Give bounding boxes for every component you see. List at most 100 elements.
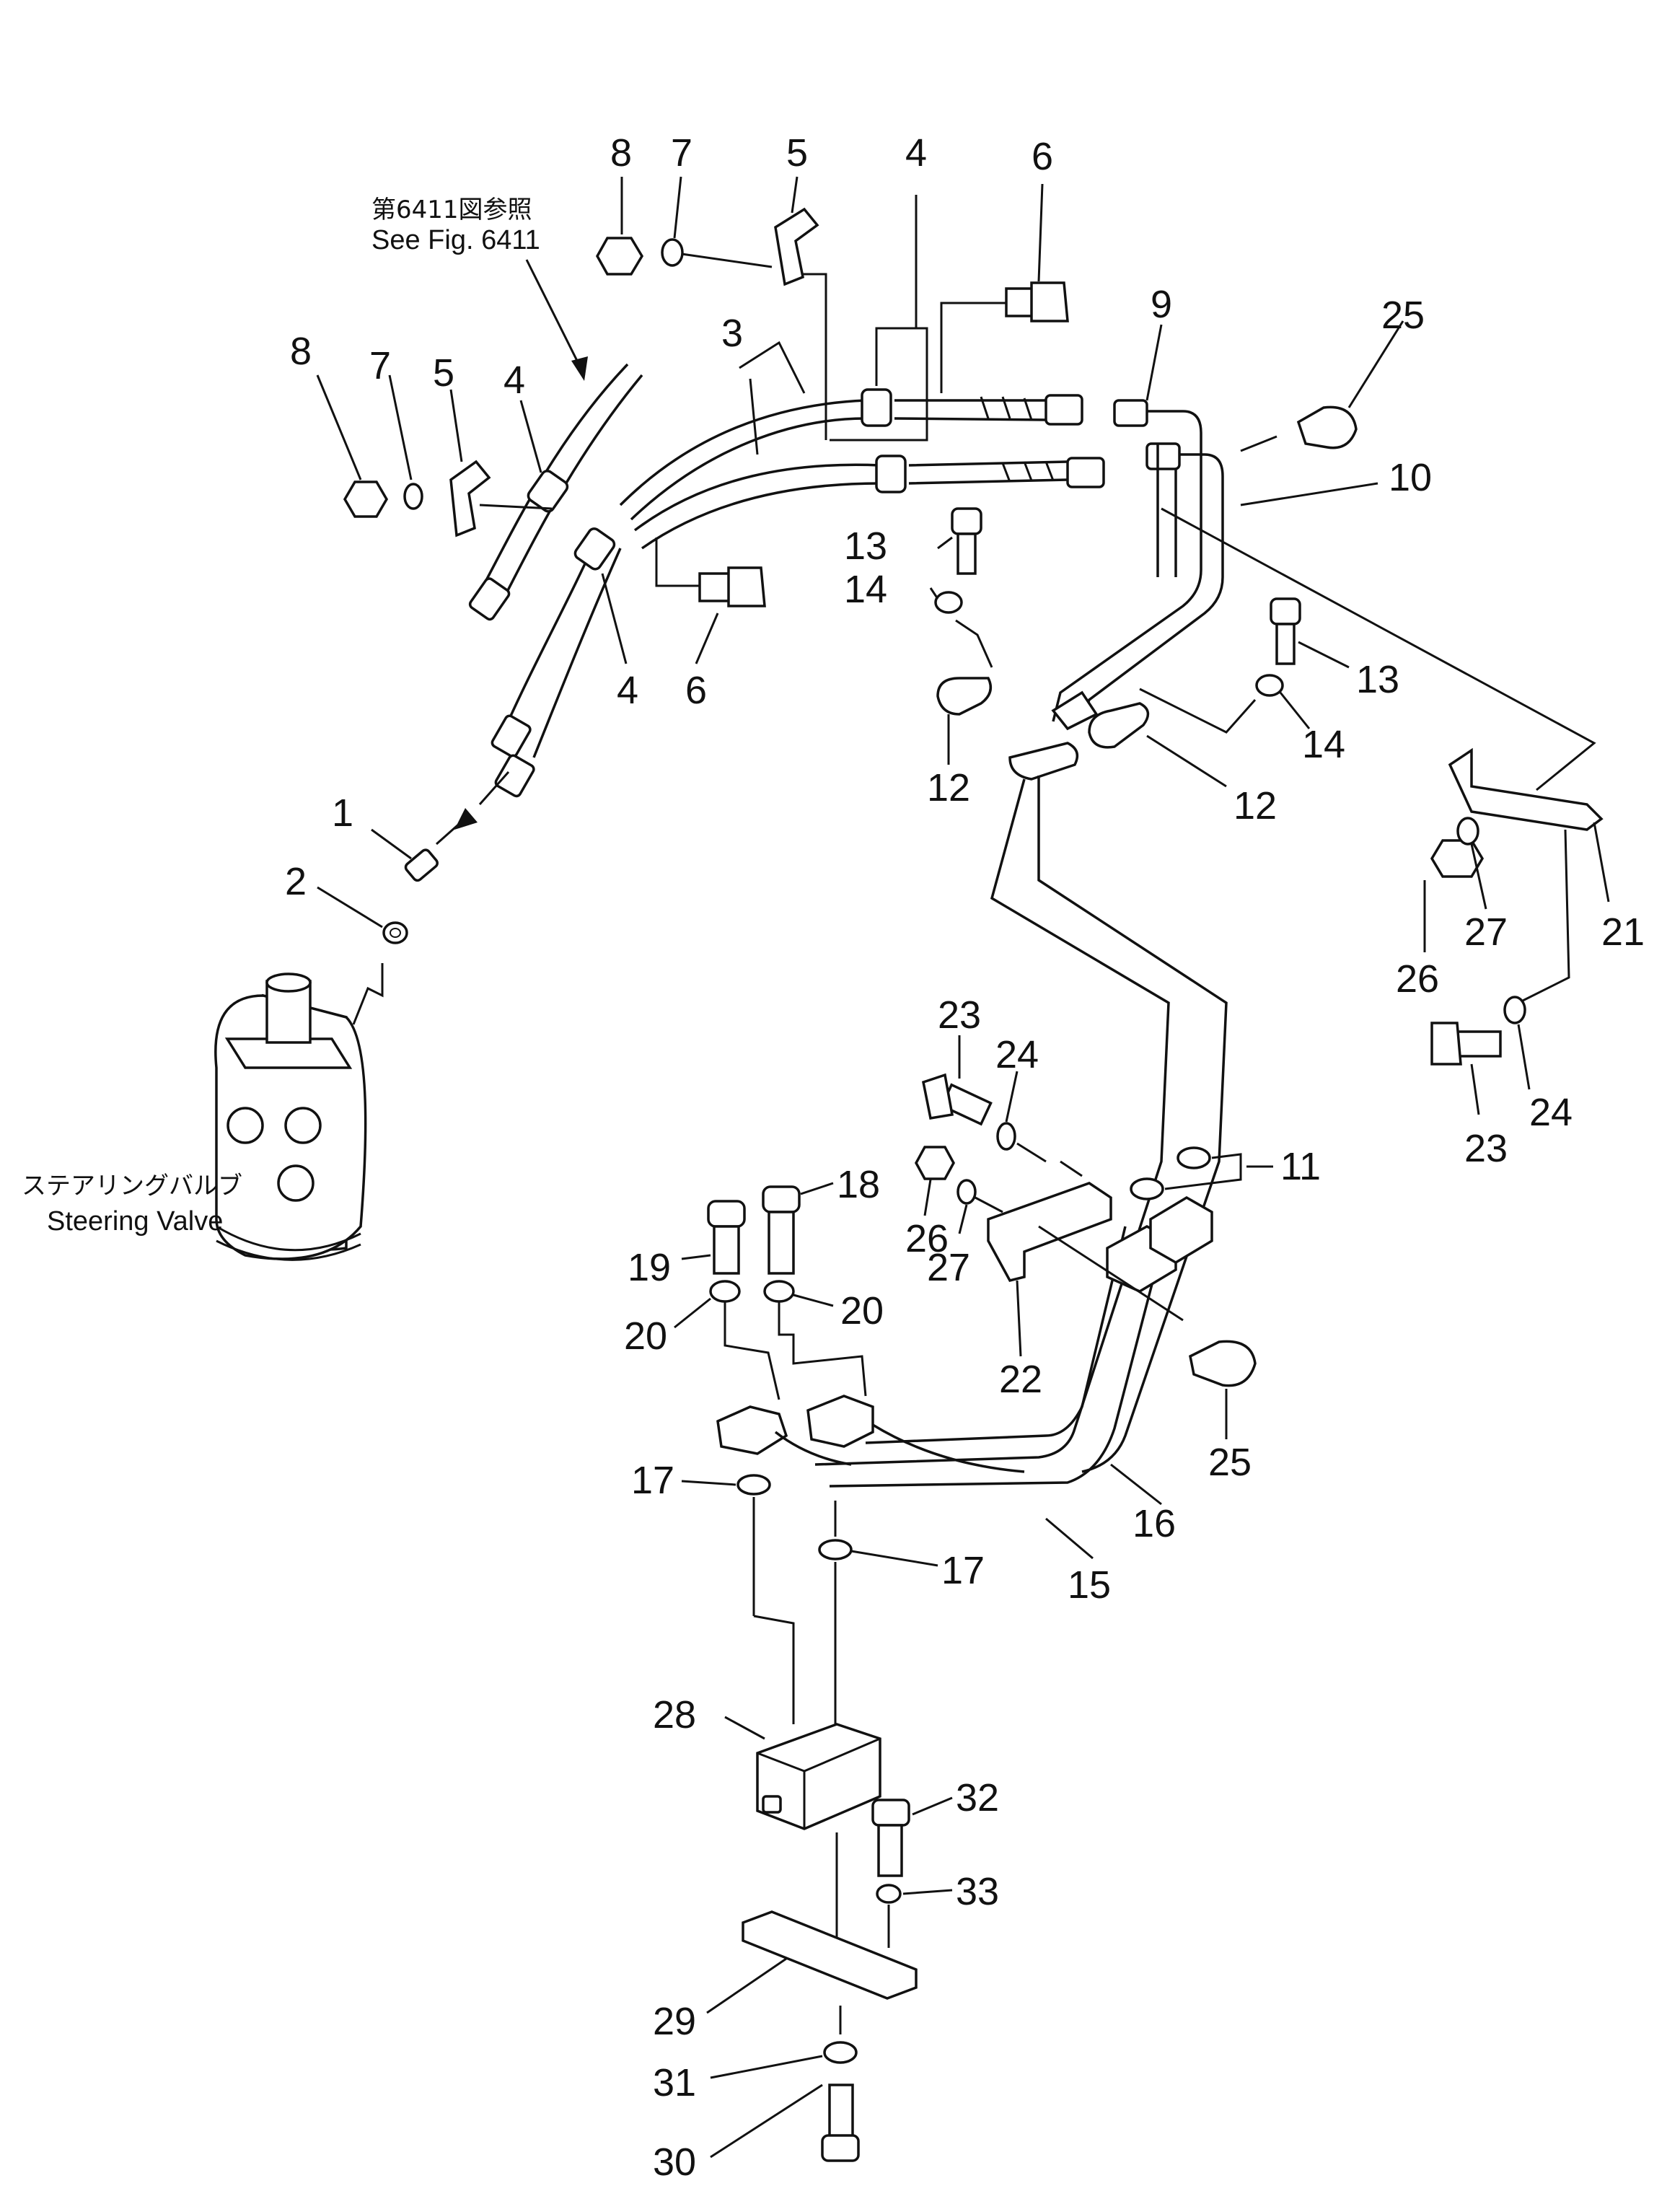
- hose-long-2a: [633, 463, 881, 532]
- label-13-left: 13: [844, 524, 887, 568]
- elbow-left-center-line: [479, 504, 553, 510]
- leader-21: [1593, 822, 1610, 903]
- hose-upper-b: [496, 374, 643, 610]
- label-25-top: 25: [1381, 294, 1425, 337]
- leader-1: [371, 828, 412, 860]
- flange-12-right: [1088, 702, 1150, 749]
- label-5-left: 5: [433, 351, 454, 395]
- bolt-6-top: [940, 281, 1069, 393]
- hose-long-1b: [630, 417, 866, 521]
- elbow-left: [343, 460, 553, 537]
- bracket-22-to-clamp-guide: [1038, 1225, 1184, 1322]
- bolt-23-right-head: [1430, 1022, 1462, 1066]
- label-25-lower: 25: [1208, 1441, 1252, 1484]
- flange-15-right: [806, 1395, 874, 1448]
- label-6-lower: 6: [685, 669, 707, 712]
- bolt-32-head: [871, 1799, 910, 1827]
- plate-29: [742, 1910, 918, 2000]
- bracket-22-body: [987, 1182, 1112, 1283]
- leader-8-left: [316, 374, 362, 480]
- label-4-left: 4: [503, 359, 525, 402]
- bracket-21: [1430, 747, 1604, 1066]
- label-20-left: 20: [624, 1314, 667, 1358]
- leader-13-right: [1298, 641, 1350, 669]
- valve-stem-cap: [265, 972, 312, 993]
- bolt-18: [762, 1185, 801, 1303]
- bolt-13-left: [934, 507, 993, 668]
- label-27-mid: 27: [927, 1246, 970, 1289]
- bolt-6-lower: [655, 537, 766, 607]
- bolt-13-left-shank: [956, 532, 977, 575]
- hose-end-fitting-2: [1066, 457, 1105, 488]
- hose-assembly: [468, 363, 1105, 798]
- label-27-right: 27: [1464, 910, 1508, 954]
- o-ring-17-left-guide-2: [753, 1615, 795, 1724]
- leader-24-mid: [1005, 1071, 1019, 1123]
- callout-4-top-bracket: [830, 327, 928, 442]
- leader-16: [1110, 1463, 1162, 1506]
- tube-15-lower-bend: [774, 1423, 1025, 1473]
- nut-26-mid: [915, 1146, 955, 1180]
- elbow-5-left: [449, 460, 491, 537]
- washer-24-right: [1503, 996, 1526, 1024]
- nut-8-left: [343, 480, 389, 518]
- leader-7-left: [388, 374, 413, 480]
- label-13-right: 13: [1356, 658, 1399, 701]
- bracket-22-guide: [1060, 1160, 1083, 1177]
- bolt-19-shank: [713, 1225, 740, 1275]
- o-ring-11-bracket: [1164, 1153, 1242, 1190]
- label-4-top: 4: [905, 131, 927, 175]
- steering-valve-label-jp: ステアリングバルブ: [22, 1172, 242, 1200]
- label-7-top: 7: [671, 131, 692, 175]
- bolt-32-shank: [877, 1824, 903, 1877]
- leader-7-top: [673, 176, 682, 239]
- label-10: 10: [1389, 456, 1432, 499]
- washer-31: [823, 2041, 858, 2064]
- label-2: 2: [285, 860, 307, 903]
- leader-27-right: [1470, 843, 1487, 910]
- label-14-right: 14: [1302, 723, 1345, 766]
- label-7-left: 7: [369, 344, 391, 387]
- fitting-1-body: [404, 848, 439, 882]
- fitting-1: [404, 771, 510, 882]
- tube-10-a: [1052, 410, 1202, 722]
- washer-24-mid-guide: [1016, 1142, 1047, 1163]
- leader-17-left: [681, 1480, 736, 1486]
- label-29: 29: [653, 2000, 696, 2043]
- label-32: 32: [956, 1776, 999, 1819]
- tube-10-guides: [1156, 444, 1177, 577]
- valve-threads: [216, 1225, 361, 1261]
- elbow-top-center-line: [681, 253, 773, 268]
- valve-block-28-edge-1: [757, 1752, 805, 1773]
- bolt-13-right-shank: [1275, 623, 1296, 665]
- hose-long-1-end: [894, 399, 1047, 421]
- leader-6-top: [1037, 183, 1044, 282]
- hose-collar-left-lower: [573, 527, 616, 571]
- leader-25-top: [1347, 320, 1404, 408]
- label-11: 11: [1280, 1145, 1321, 1188]
- label-15: 15: [1068, 1563, 1111, 1607]
- hose-end-fitting-1: [1044, 394, 1083, 426]
- tube-25-top-line: [1240, 435, 1277, 452]
- leader-lines: [316, 176, 1610, 2159]
- washer-24-mid: [996, 1122, 1016, 1151]
- hose-end-fitting-4: [491, 714, 532, 758]
- bolt-13-right-head: [1270, 597, 1301, 625]
- tube-16: [865, 1226, 1127, 1444]
- leader-15: [1045, 1517, 1094, 1560]
- hose-braid-marks: [980, 396, 1055, 483]
- valve-port-1: [227, 1107, 264, 1144]
- bracket-21-guide: [1161, 507, 1596, 791]
- hose-collar-lower: [875, 455, 907, 493]
- o-ring-11-upper: [1177, 1146, 1211, 1169]
- label-23-right: 23: [1464, 1127, 1508, 1170]
- label-24-mid: 24: [995, 1033, 1039, 1076]
- bolt-19-head: [707, 1200, 746, 1228]
- label-31: 31: [653, 2061, 696, 2104]
- label-33: 33: [956, 1870, 999, 1913]
- bracket-22: [987, 1160, 1112, 1283]
- label-28: 28: [653, 1693, 696, 1736]
- label-21: 21: [1601, 910, 1645, 954]
- bracket-21-guide-lower: [1518, 829, 1570, 1004]
- valve-port-2: [284, 1107, 322, 1144]
